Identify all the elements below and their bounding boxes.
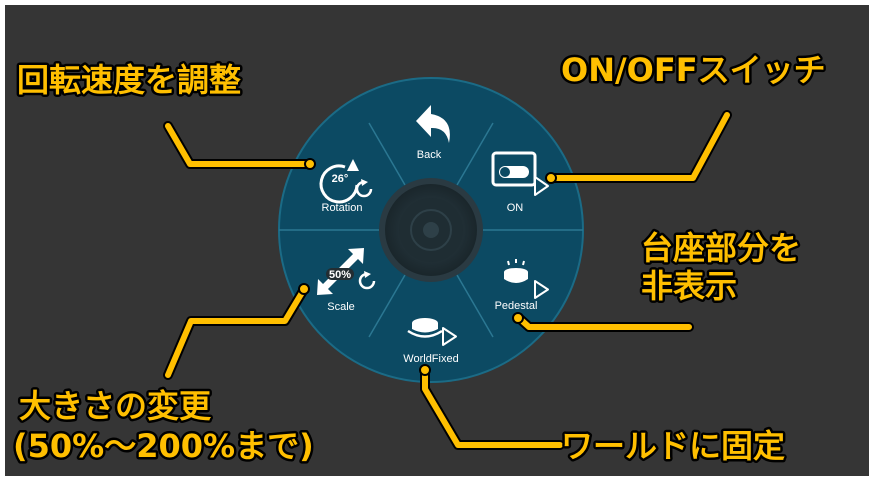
leader-scale [163,283,310,380]
rotation-icon: 26° [319,159,373,204]
pedestal-segment[interactable]: Pedestal [495,259,549,312]
on-segment[interactable]: ON [491,151,549,214]
leader-rotation [163,121,316,170]
center-knob-icon[interactable] [379,178,483,282]
scale-segment[interactable]: 50% Scale [317,248,376,313]
scale-value: 50% [329,269,351,281]
rotation-value: 26° [332,173,349,185]
leader-pedestal [512,312,694,332]
callout-rotation-speed: 回転速度を調整 [17,61,241,99]
callout-resize-line1: 大きさの変更 [19,387,212,425]
pedestal-label: Pedestal [495,300,538,312]
callout-on-off-switch: ON/OFFスイッチ [561,51,826,89]
world-fixed-segment[interactable]: WorldFixed [403,318,459,365]
back-arrow-icon [416,105,450,143]
callout-resize-line2: (50%～200%まで) [13,427,314,465]
back-label: Back [417,149,442,161]
callout-hide-pedestal-line2: 非表示 [641,267,737,305]
tutorial-canvas: Back ON Pedestal WorldFixed [5,5,869,476]
toggle-switch-icon [491,151,549,196]
back-segment[interactable]: Back [416,105,450,161]
rotation-segment[interactable]: 26° Rotation [319,159,373,214]
radial-menu-diagram: Back ON Pedestal WorldFixed [11,49,829,468]
on-label: ON [507,202,524,214]
leader-world-fixed [419,364,565,450]
callout-leaders [163,110,732,450]
world-fixed-icon [407,318,457,346]
world-fixed-label: WorldFixed [403,353,458,365]
callout-world-fixed: ワールドに固定 [561,427,785,465]
scale-label: Scale [327,301,355,313]
scale-arrows-icon: 50% [317,248,376,295]
pedestal-icon [504,259,549,299]
leader-on-off [545,110,732,184]
rotation-label: Rotation [322,202,363,214]
callout-hide-pedestal-line1: 台座部分を [641,229,801,267]
